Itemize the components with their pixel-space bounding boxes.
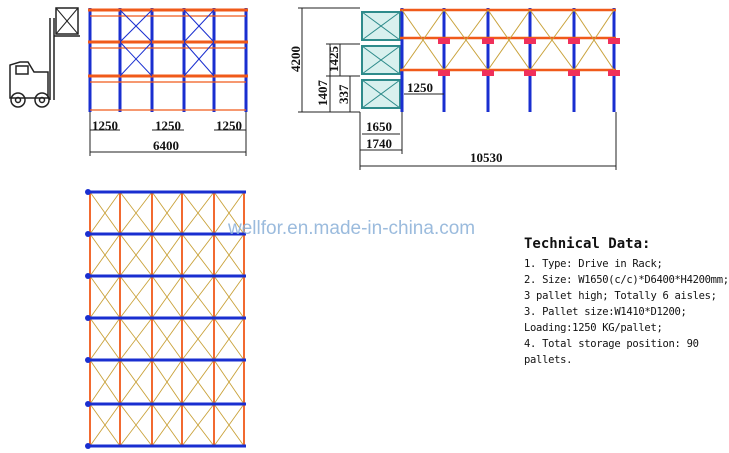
technical-data-line: 3 pallet high; Totally 6 aisles;: [524, 290, 717, 302]
dim-elevation-bay-2: 1250: [155, 118, 181, 133]
dim-elevation-bay-3: 1250: [216, 118, 242, 133]
technical-data: Technical Data: 1. Type: Drive in Rack; …: [524, 236, 729, 368]
technical-data-line: pallets.: [524, 354, 573, 366]
dim-side-level-3: 337: [336, 84, 351, 104]
plan-view: [85, 189, 246, 449]
technical-data-title: Technical Data:: [524, 236, 651, 252]
dim-side-height: 4200: [288, 46, 303, 72]
dim-side-beam: 1250: [407, 80, 433, 95]
dim-side-width-outer: 1740: [366, 136, 392, 151]
forklift-icon: [9, 7, 80, 108]
technical-data-line: Loading:1250 KG/pallet;: [524, 322, 663, 334]
technical-data-line: 1. Type: Drive in Rack;: [524, 258, 663, 270]
dim-side-length: 10530: [470, 150, 503, 165]
technical-data-line: 4. Total storage position: 90: [524, 338, 699, 350]
watermark: wellfor.en.made-in-china.com: [227, 218, 475, 239]
side-elevation: 4200 1407 1425 337 1250 1650 1740 10530: [288, 7, 620, 170]
dim-side-width-inner: 1650: [366, 119, 392, 134]
technical-data-line: 3. Pallet size:W1410*D1200;: [524, 306, 687, 318]
dim-elevation-bay-1: 1250: [92, 118, 118, 133]
dim-elevation-total: 6400: [153, 138, 179, 153]
technical-data-line: 2. Size: W1650(c/c)*D6400*H4200mm;: [524, 274, 729, 286]
dim-side-level-2: 1425: [326, 46, 341, 73]
dim-side-level-1: 1407: [315, 80, 330, 107]
front-elevation: 1250 1250 1250 6400: [9, 7, 248, 156]
